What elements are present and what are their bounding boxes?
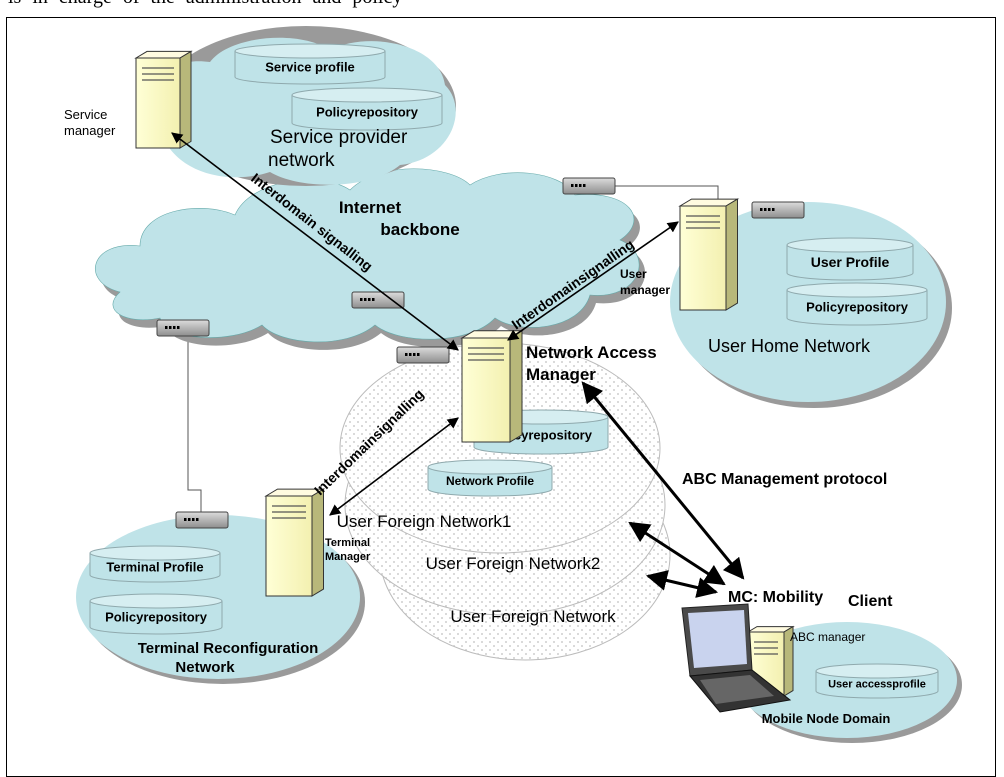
service-manager-server (134, 50, 193, 149)
nam-server (460, 329, 524, 443)
signalling-arrows (171, 132, 745, 598)
abc-protocol-label: ABC Management protocol (682, 471, 887, 488)
switch-icon (351, 291, 405, 309)
mc-arrow-2 (645, 570, 719, 598)
abc-manager-label: ABC manager (790, 630, 865, 644)
switch-icon (156, 319, 210, 337)
user-access-profile-db: User accessprofile (815, 663, 939, 699)
service-manager-label-1: Service (64, 107, 107, 122)
switch-icon (396, 346, 450, 364)
service-manager-label-2: manager (64, 123, 116, 138)
policy-service-label: Policyrepository (316, 105, 419, 120)
user-profile-db: User Profile (786, 237, 914, 281)
policy-terminal-db: Policyrepository (89, 593, 223, 635)
interdomain-arrow-terminal (329, 417, 459, 516)
user-home-label: User Home Network (708, 336, 871, 356)
user-manager-label-1: User (620, 267, 647, 281)
internet-backbone-label-2: backbone (380, 220, 459, 239)
network-profile-label: Network Profile (446, 474, 534, 488)
interdomain-arrow-user (507, 221, 679, 341)
user-manager-server (678, 198, 740, 311)
terminal-manager-label-1: Terminal (325, 537, 370, 549)
terminal-reconfig-label-1: Terminal Reconfiguration (138, 640, 319, 657)
policy-user-label: Policyrepository (806, 300, 909, 315)
switch-icon (751, 201, 805, 219)
service-provider-label-2: network (268, 150, 335, 171)
terminal-manager-server (264, 488, 326, 597)
internet-backbone-label-1: Internet (339, 198, 402, 217)
mc-label-1: MC: Mobility (728, 589, 823, 606)
foreign-network2-label: User Foreign Network2 (426, 554, 601, 573)
nam-label-1: Network Access (526, 343, 657, 362)
nam-label-2: Manager (526, 365, 596, 384)
policy-terminal-label: Policyrepository (105, 610, 208, 625)
terminal-reconfig-label-2: Network (175, 659, 235, 676)
mc-label-2: Client (848, 593, 893, 610)
servers (134, 50, 795, 697)
foreign-network-label: User Foreign Network (450, 607, 616, 626)
terminal-profile-label: Terminal Profile (106, 560, 203, 575)
policy-service-db: Policyrepository (291, 87, 443, 131)
service-profile-label: Service profile (265, 60, 355, 75)
network-profile-db: Network Profile (427, 459, 553, 497)
user-manager-label-2: manager (620, 283, 670, 297)
switch-icon (175, 511, 229, 529)
policy-user-db: Policyrepository (786, 282, 928, 326)
interdomain-arrow-service (171, 132, 459, 351)
laptop-icon (681, 603, 792, 713)
terminal-manager-label-2: Manager (325, 551, 371, 563)
user-access-profile-label: User accessprofile (828, 679, 926, 691)
user-profile-label: User Profile (811, 254, 890, 270)
service-provider-label-1: Service provider (270, 127, 408, 148)
mobile-node-label: Mobile Node Domain (762, 711, 891, 726)
caption-text: is in charge of the administration and p… (8, 0, 402, 9)
switch-icon (562, 177, 616, 195)
service-profile-db: Service profile (234, 43, 386, 85)
foreign-network1-label: User Foreign Network1 (337, 512, 512, 531)
terminal-profile-db: Terminal Profile (89, 545, 221, 583)
